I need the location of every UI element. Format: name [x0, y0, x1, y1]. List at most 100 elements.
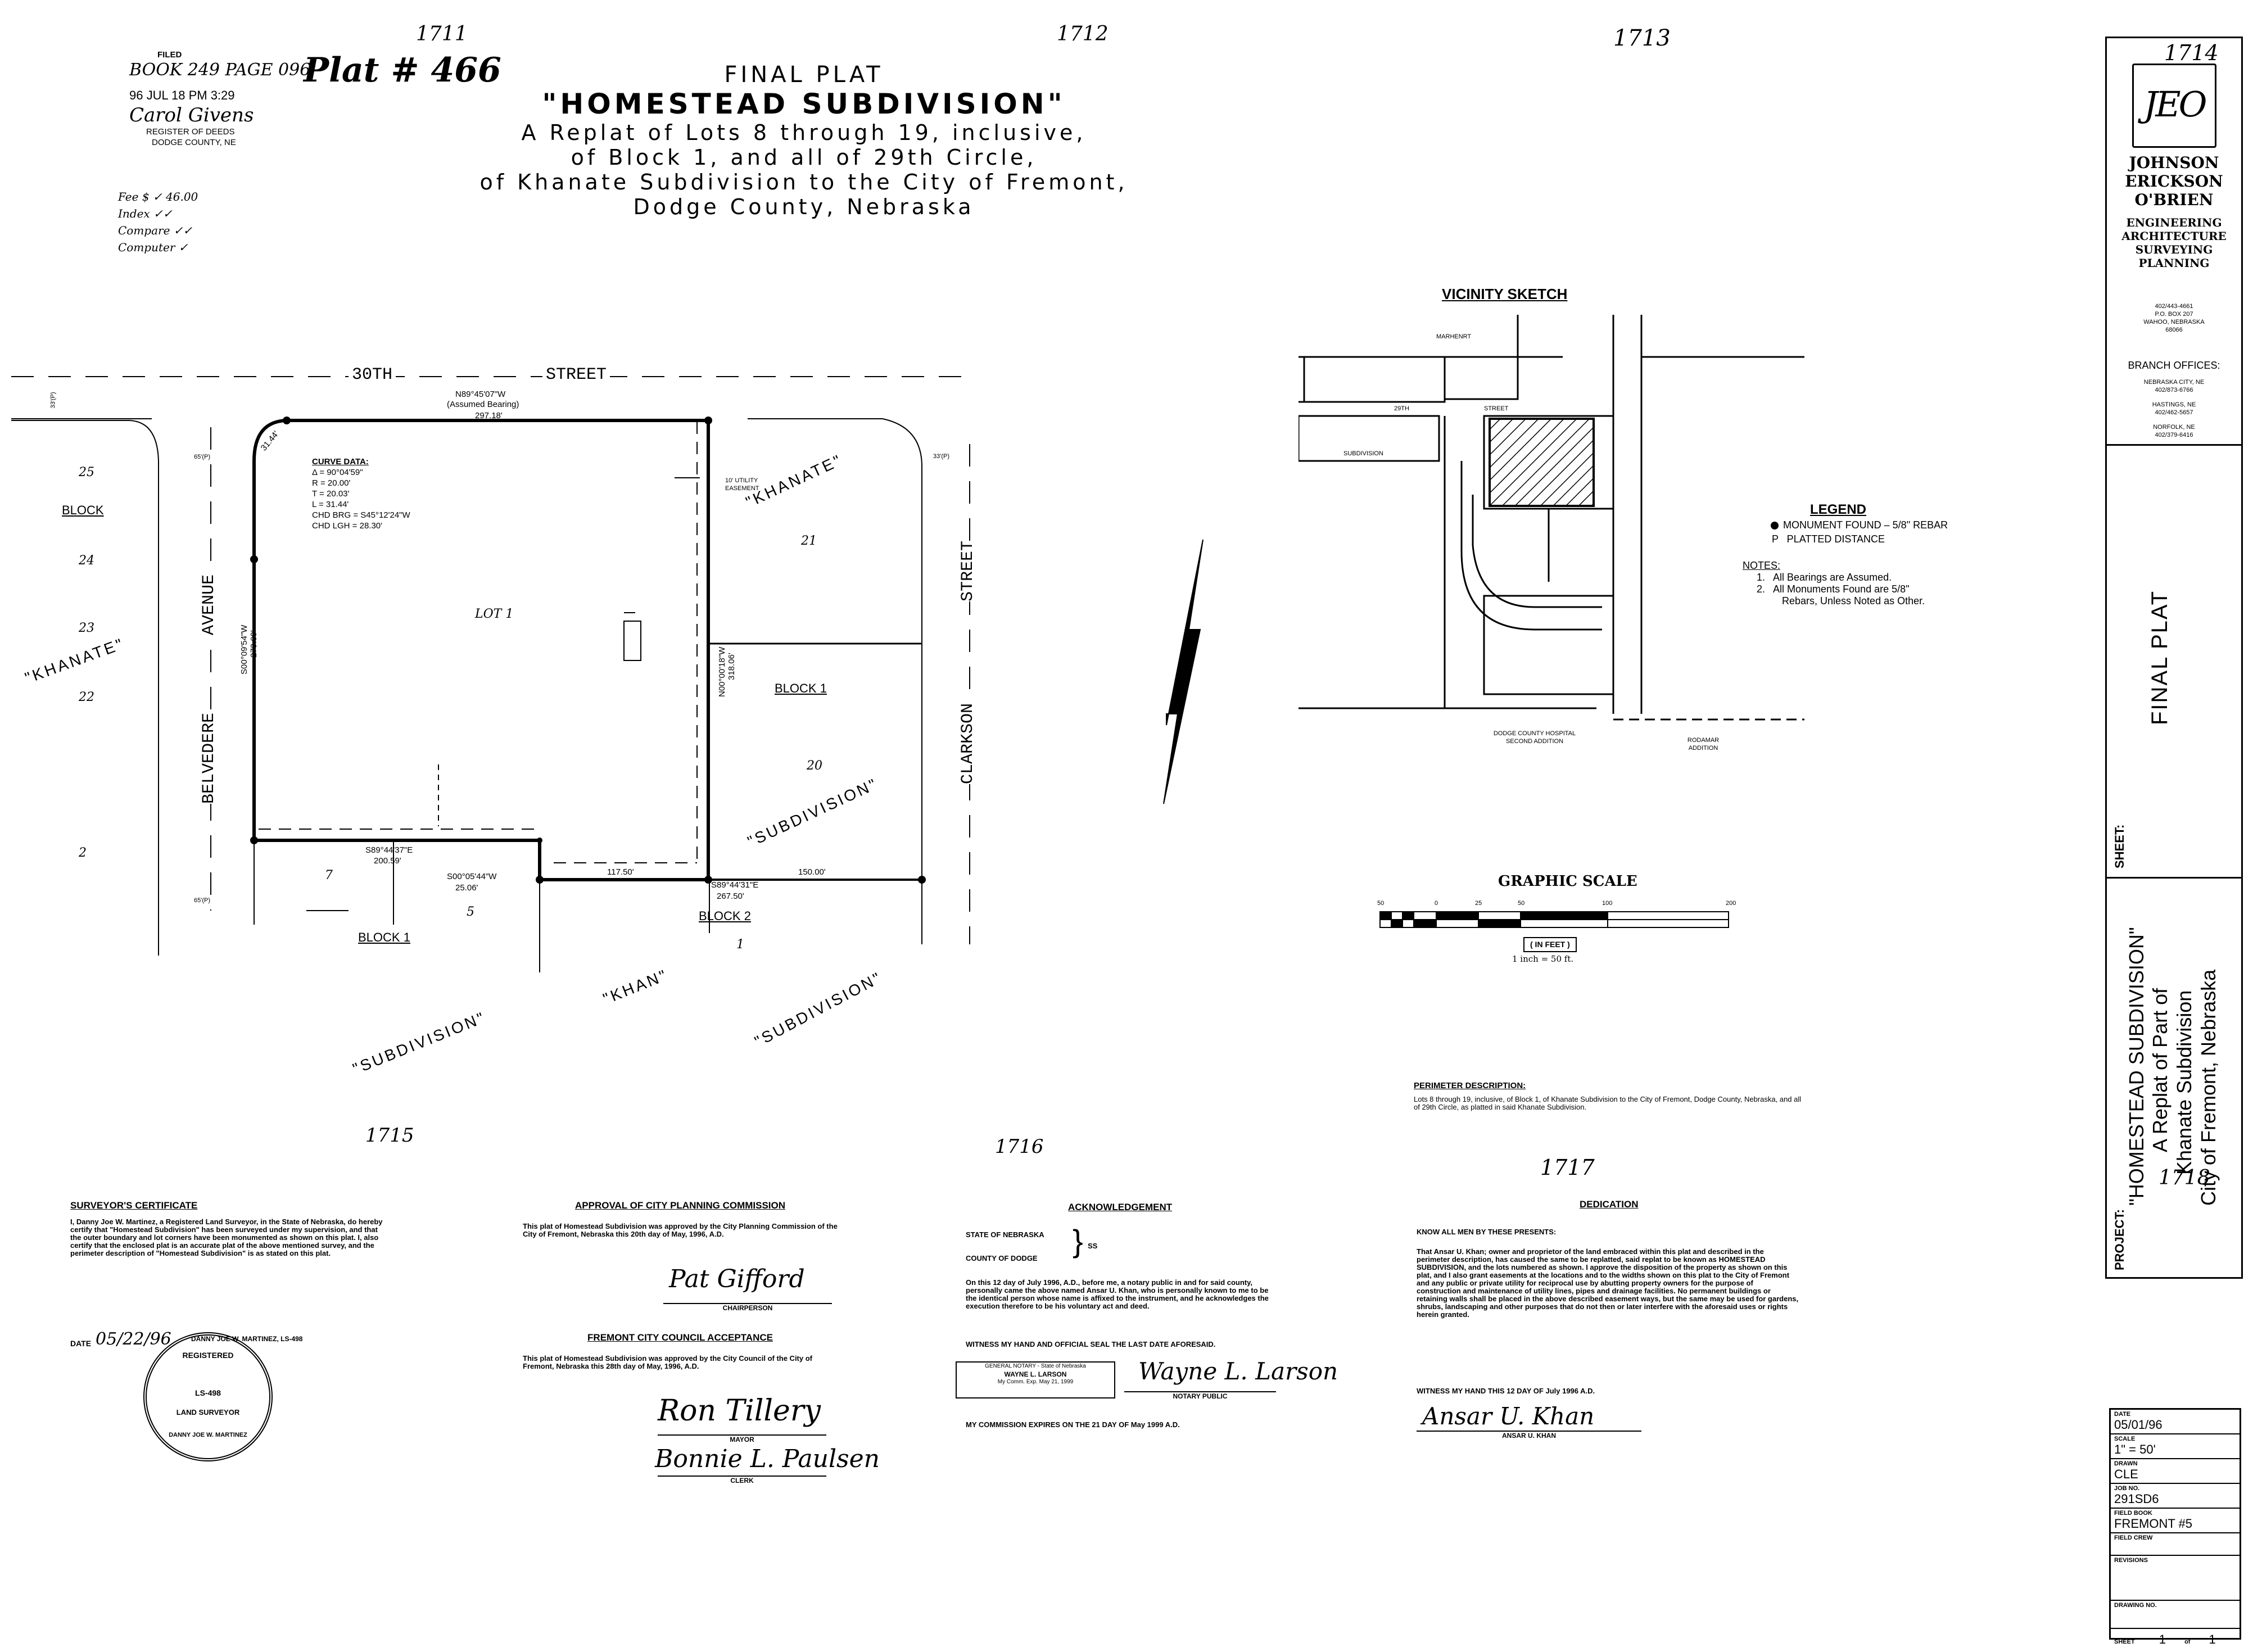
- dim-33p-left: 33'(P): [49, 392, 57, 409]
- firm-name-3: O'BRIEN: [2134, 191, 2214, 209]
- mayor-role-text: MAYOR: [730, 1436, 754, 1443]
- street-30th-label-b: STREET: [542, 365, 610, 384]
- notary-stamp: GENERAL NOTARY - State of Nebraska WAYNE…: [956, 1361, 1115, 1398]
- project-line-3: Khanate Subdivision: [2173, 990, 2196, 1175]
- sheet-divider: [2107, 877, 2241, 879]
- firm-service-2: ARCHITECTURE: [2121, 229, 2227, 243]
- page-number-1715: 1715: [365, 1124, 414, 1147]
- planning-text: This plat of Homestead Subdivision was a…: [523, 1222, 838, 1238]
- lot-23: 23: [79, 621, 94, 635]
- surveyor-certificate: SURVEYOR'S CERTIFICATE I, Danny Joe W. M…: [70, 1200, 385, 1257]
- graphic-scale-title: GRAPHIC SCALE: [1498, 873, 1637, 890]
- block-1b-label: BLOCK 1: [358, 930, 410, 944]
- utility-easement-label: 10' UTILITY EASEMENT: [725, 477, 759, 492]
- ack-expires: MY COMMISSION EXPIRES ON THE 21 DAY OF M…: [966, 1420, 1180, 1429]
- page-number-1714: 1714: [2164, 40, 2219, 65]
- dedication-intro: KNOW ALL MEN BY THESE PRESENTS:: [1417, 1228, 1557, 1236]
- bottom-bearing-1: S89°44'37"E: [365, 845, 413, 855]
- scale-unit-box: ( IN FEET ): [1523, 937, 1577, 952]
- tb-revisions: REVISIONS: [2111, 1556, 2240, 1601]
- clerk-role-text: CLERK: [730, 1477, 754, 1484]
- firm-box: P.O. BOX 207: [2155, 311, 2193, 318]
- surveyor-text: I, Danny Joe W. Martinez, a Registered L…: [70, 1217, 383, 1257]
- block-label-left: BLOCK: [62, 503, 104, 517]
- curve-title: CURVE DATA:: [312, 457, 369, 467]
- lot-22: 22: [79, 690, 94, 704]
- scale-tick-25: 25: [1475, 900, 1482, 907]
- register-title: REGISTER OF DEEDS: [146, 127, 235, 137]
- vicinity-label-marhenrt: MARHENRT: [1436, 333, 1472, 340]
- plat-title: FINAL PLAT "HOMESTEAD SUBDIVISION" A Rep…: [405, 62, 1203, 219]
- bearing-top: N89°45'07"W: [455, 390, 506, 399]
- bottom-distance-4: 267.50': [717, 891, 744, 901]
- title-line-6: Dodge County, Nebraska: [633, 194, 975, 219]
- tb-job: JOB NO.291SD6: [2111, 1484, 2240, 1509]
- computer-line: Computer ✓: [118, 241, 188, 254]
- lot-24: 24: [79, 554, 94, 568]
- plat-drawing: [11, 376, 1204, 972]
- page-number-1718: 1718: [2159, 1166, 2210, 1189]
- planning-title: APPROVAL OF CITY PLANNING COMMISSION: [574, 1200, 786, 1211]
- tb-sheet: SHEET 1 of 1: [2114, 1632, 2216, 1646]
- seal-line-registered: REGISTERED: [182, 1351, 234, 1360]
- project-line-4: City of Fremont, Nebraska: [2197, 969, 2220, 1206]
- vicinity-label-rodamar: RODAMAR ADDITION: [1687, 737, 1720, 752]
- bottom-bearing-2: S00°05'44"W: [447, 872, 497, 881]
- firm-block: JEO JOHNSON ERICKSON O'BRIEN ENGINEERING…: [2107, 38, 2241, 443]
- street-30th-label: 30TH: [349, 365, 396, 384]
- bottom-distance-1: 200.59': [374, 856, 401, 866]
- curve-line: L = 31.44': [312, 500, 349, 509]
- dedication-title: DEDICATION: [1580, 1199, 1639, 1210]
- legend-item-platted: P PLATTED DISTANCE: [1772, 533, 1885, 545]
- seal-line-number: LS-498: [195, 1388, 221, 1397]
- index-line: Index ✓✓: [118, 207, 173, 220]
- firm-city: WAHOO, NEBRASKA: [2143, 319, 2205, 325]
- title-line-2: "HOMESTEAD SUBDIVISION": [542, 88, 1066, 120]
- notes-title: NOTES:: [1743, 560, 1781, 571]
- planning-role-text: CHAIRPERSON: [722, 1304, 773, 1312]
- ack-witness: WITNESS MY HAND AND OFFICIAL SEAL THE LA…: [966, 1340, 1216, 1348]
- filing-stamp: FILED BOOK 249 PAGE 096 96 JUL 18 PM 3:2…: [129, 49, 315, 148]
- belvedere-label: BELVEDERE: [200, 712, 219, 804]
- title-line-3: A Replat of Lots 8 through 19, inclusive…: [521, 120, 1087, 145]
- lot-7: 7: [325, 868, 333, 882]
- legend-monument-text: MONUMENT FOUND – 5/8" REBAR: [1783, 519, 1948, 531]
- block-2-label: BLOCK 2: [699, 909, 751, 923]
- bottom-bearing-4: S89°44'31"E: [711, 880, 759, 890]
- branch-3-city: NORFOLK, NE: [2153, 424, 2195, 431]
- branch-1-phone: 402/873-6766: [2155, 387, 2193, 393]
- notary-stamp-line-3: My Comm. Exp. May 21, 1999: [997, 1379, 1074, 1385]
- branch-2-phone: 402/462-5657: [2155, 409, 2193, 416]
- dim-65p-bottom: 65'(P): [194, 897, 210, 904]
- tb-drawing: DRAWING NO.: [2111, 1601, 2240, 1629]
- owner-signature: Ansar U. Khan: [1422, 1402, 1595, 1430]
- lot-25: 25: [79, 465, 94, 479]
- surveyor-date: 05/22/96: [96, 1329, 171, 1349]
- notes-block: NOTES: 1. All Bearings are Assumed. 2. A…: [1743, 560, 1925, 607]
- north-arrow: [1163, 539, 1204, 804]
- notary-role-text: NOTARY PUBLIC: [1173, 1392, 1228, 1400]
- bearing-top-note: (Assumed Bearing): [447, 400, 519, 409]
- mayor-role: MAYOR: [658, 1434, 826, 1443]
- firm-zip: 68066: [2165, 327, 2183, 333]
- scale-tick-50-left: 50: [1377, 900, 1385, 907]
- mayor-signature: Ron Tillery: [658, 1394, 821, 1428]
- notary-stamp-line-1: GENERAL NOTARY - State of Nebraska: [985, 1363, 1086, 1369]
- ack-text: On this 12 day of July 1996, A.D., befor…: [966, 1278, 1269, 1310]
- sheet-title: FINAL PLAT: [2147, 590, 2172, 725]
- legend-item-monument: MONUMENT FOUND – 5/8" REBAR: [1771, 520, 1948, 531]
- left-distance: 273.09': [249, 630, 259, 658]
- title-line-5: of Khanate Subdivision to the City of Fr…: [479, 170, 1128, 194]
- right-border-panel: [2105, 37, 2243, 1279]
- dim-33p-right: 33'(P): [933, 453, 949, 460]
- page-number-1712: 1712: [1057, 22, 1109, 46]
- legend-title: LEGEND: [1810, 502, 1867, 517]
- county-label: DODGE COUNTY, NE: [152, 138, 236, 147]
- date-stamp: 96 JUL 18 PM 3:29: [129, 88, 235, 102]
- avenue-label: AVENUE: [200, 574, 219, 635]
- page-number-1717: 1717: [1540, 1155, 1595, 1180]
